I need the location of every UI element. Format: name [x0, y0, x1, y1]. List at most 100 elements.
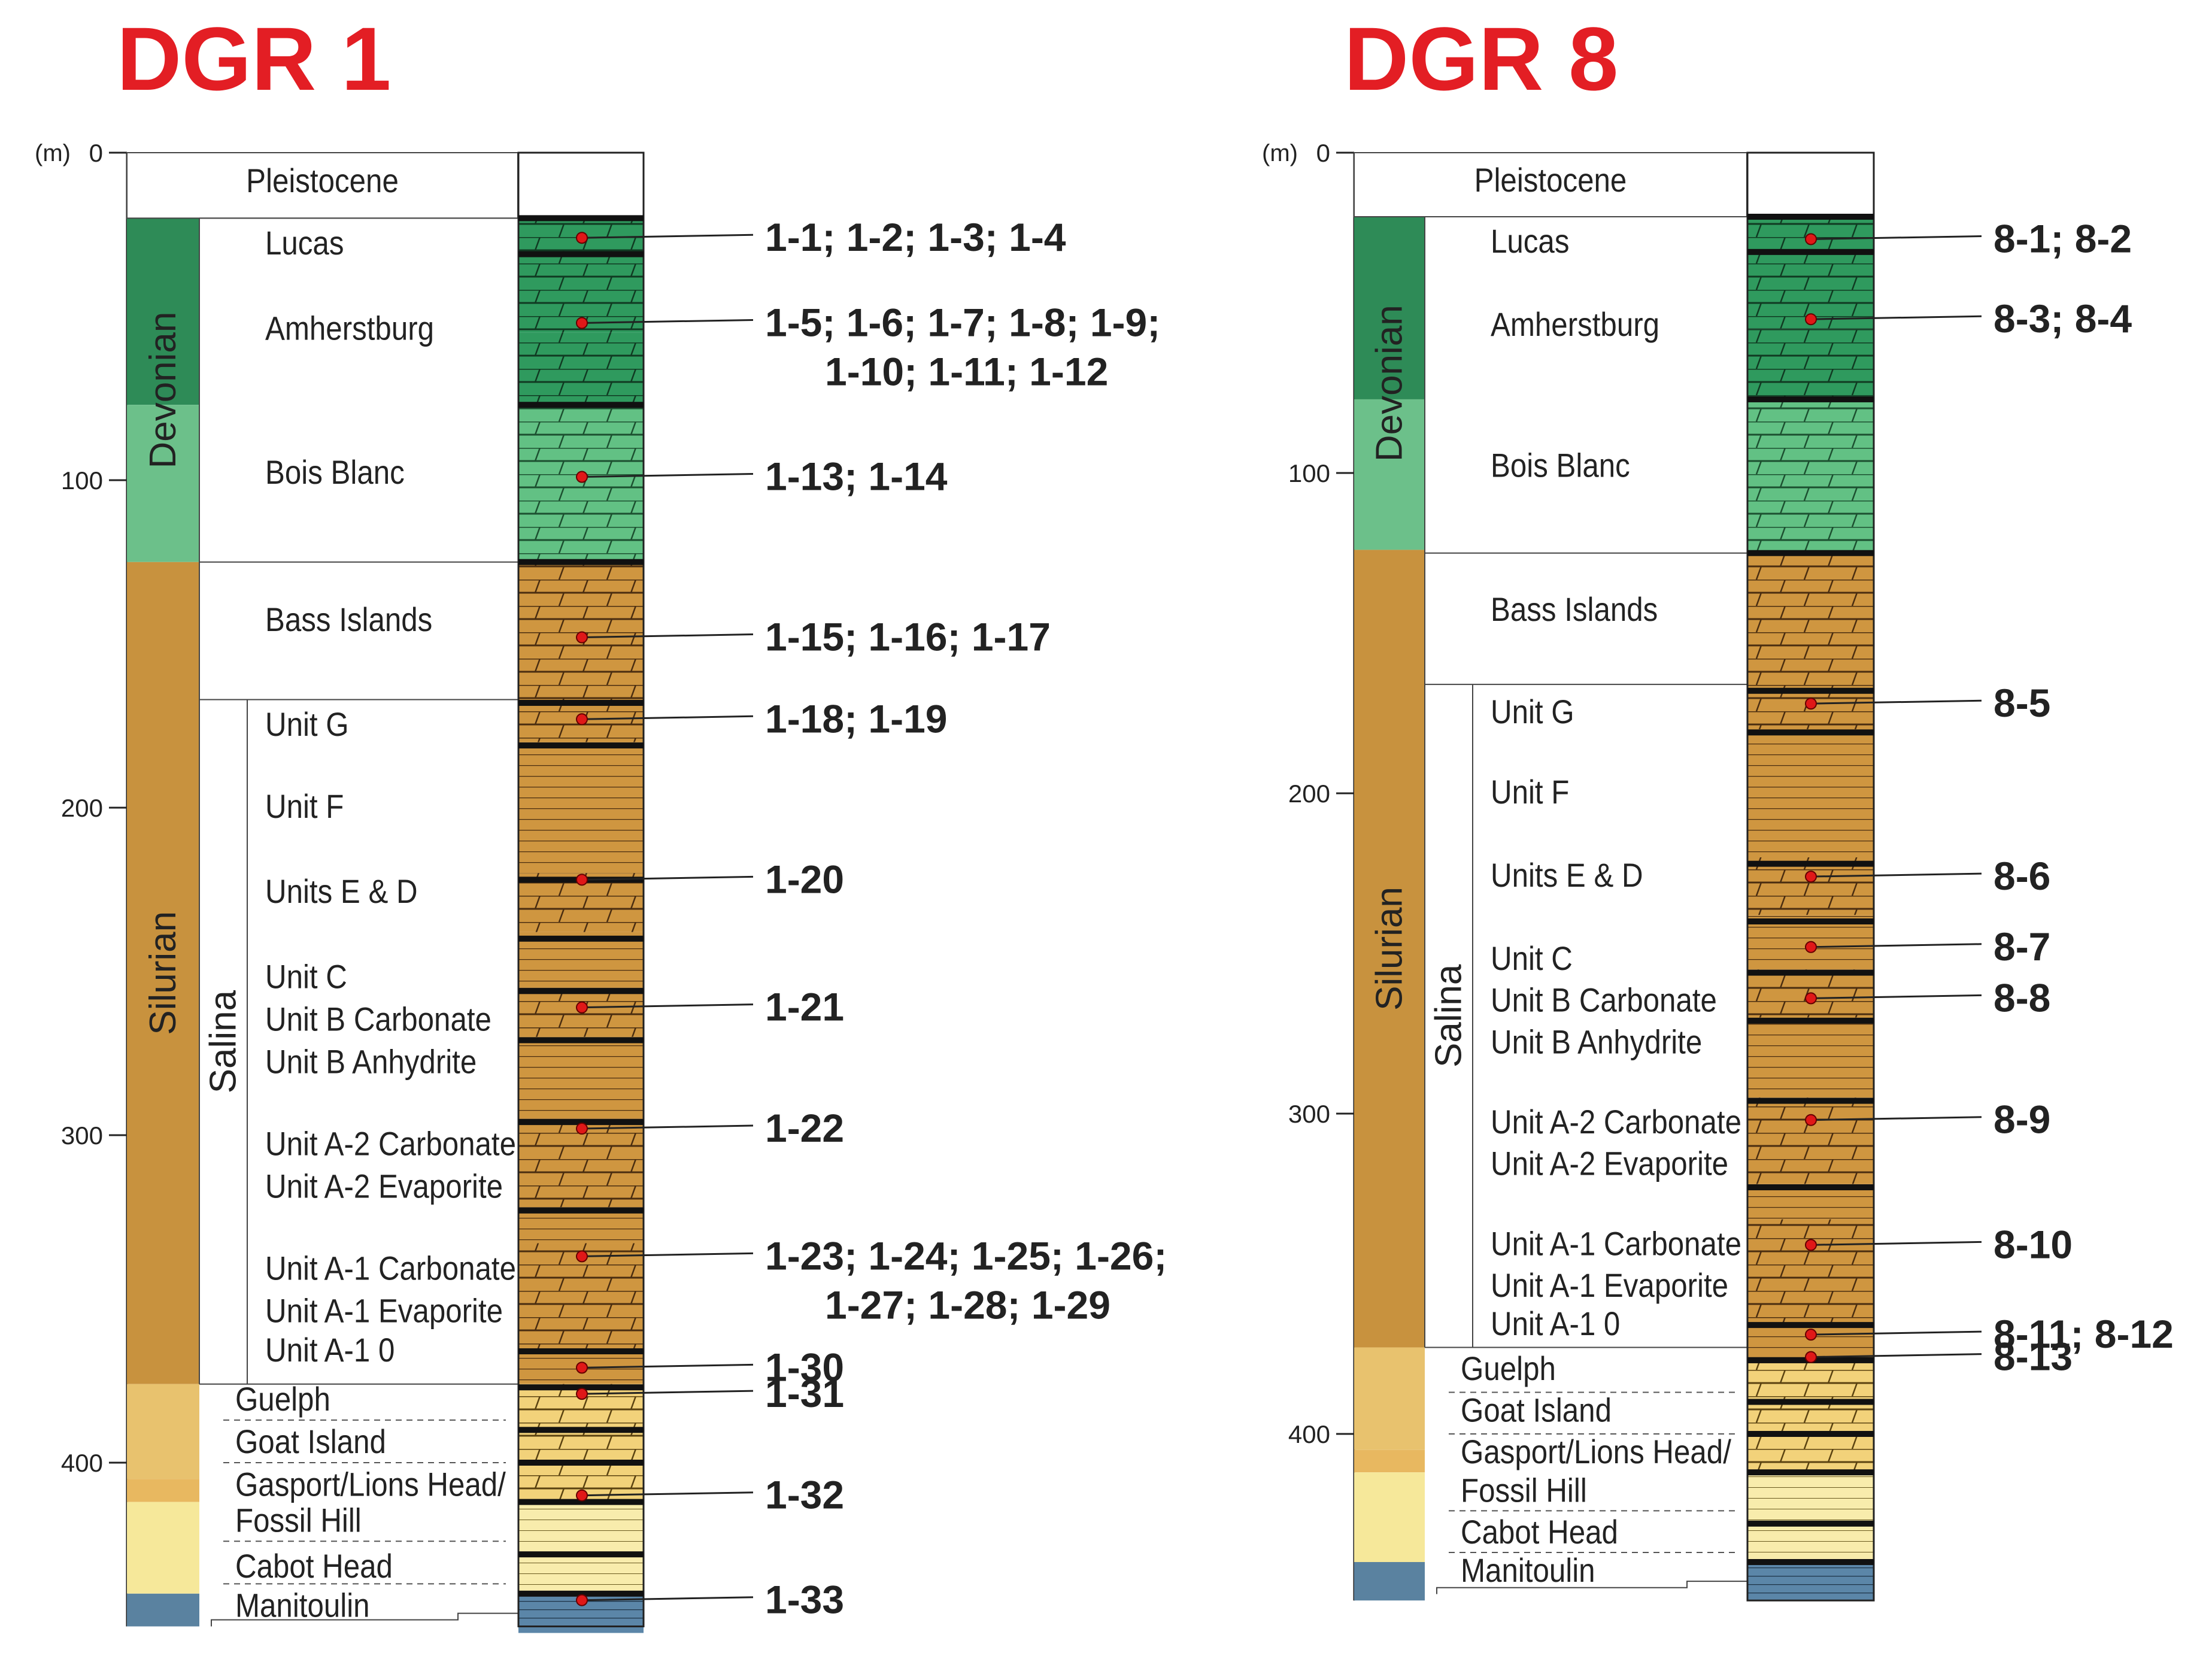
dark-bed: [1747, 1017, 1874, 1024]
sample-leader-line: [1810, 1353, 1982, 1358]
dark-bed: [518, 1207, 644, 1214]
depth-unit-label: (m): [35, 140, 71, 166]
lithology-interval: [1747, 329, 1874, 399]
dark-bed: [1747, 918, 1874, 924]
sample-leader-line: [1810, 994, 1982, 999]
depth-tick-label: 200: [1288, 780, 1330, 808]
lithology-column-outline: [517, 151, 645, 1627]
depth-tick-label: 0: [1316, 139, 1330, 167]
sample-point: [576, 471, 588, 483]
sample-leader-line: [581, 1363, 754, 1369]
sample-label: 1-33: [765, 1578, 844, 1622]
dark-bed: [1747, 550, 1874, 556]
lithology-interval: [1747, 857, 1874, 915]
lithology-interval: [1747, 553, 1874, 691]
panel-title: DGR 1: [117, 8, 391, 109]
lithology-interval: [1747, 1434, 1874, 1473]
formation-label: Unit C: [265, 959, 347, 996]
period-silurian: [127, 562, 199, 1384]
sample-label: 1-32: [765, 1473, 844, 1517]
dark-bed: [518, 559, 644, 565]
formation-label: Lucas: [1491, 223, 1569, 260]
dark-bed: [518, 1037, 644, 1044]
formation-label: Manitoulin: [1461, 1552, 1595, 1590]
sample-label: 1-1; 1-2; 1-3; 1-4: [765, 215, 1066, 259]
sample-point: [576, 317, 588, 329]
sample-point: [1805, 233, 1817, 245]
sample-label: 1-13; 1-14: [765, 454, 948, 499]
formation-label: Manitoulin: [235, 1587, 370, 1625]
formation-label: Bass Islands: [1491, 591, 1658, 629]
dark-bed: [1747, 1431, 1874, 1437]
sample-leader-line: [581, 233, 754, 239]
sample-point: [1805, 1239, 1817, 1251]
sample-label: 1-18; 1-19: [765, 696, 948, 741]
sample-label: 1-21: [765, 985, 844, 1029]
formation-label: Unit A-1 0: [1491, 1305, 1620, 1343]
panel-dgr1: DGR 1(m)0100200300400DevonianSilurianSal…: [35, 8, 1167, 1633]
depth-unit-label: (m): [1262, 140, 1298, 166]
sample-leader-line: [581, 1003, 754, 1009]
sample-point: [1805, 941, 1817, 953]
sample-leader-line: [1810, 943, 1982, 948]
sample-label-continued: 1-10; 1-11; 1-12: [825, 349, 1108, 393]
dark-bed: [1747, 248, 1874, 255]
subgroup-label: Salina: [1428, 964, 1470, 1068]
dark-bed: [1747, 1520, 1874, 1527]
formation-label: Unit A-2 Carbonate: [1491, 1103, 1741, 1141]
dark-bed: [518, 1119, 644, 1126]
period-label: Silurian: [1369, 887, 1410, 1011]
sample-point: [1805, 313, 1817, 326]
period-devonian-lower: [1354, 399, 1425, 550]
sample-point: [1805, 1329, 1817, 1341]
dark-bed: [518, 1348, 644, 1355]
period-ordovician: [127, 1593, 199, 1627]
sample-leader-line: [581, 1252, 754, 1257]
lithology-interval: [1747, 690, 1874, 729]
depth-tick-label: 200: [61, 794, 103, 822]
period-devonian-lower: [127, 405, 199, 562]
dark-bed: [1747, 860, 1874, 867]
formation-label: Units E & D: [265, 873, 418, 911]
period-silurian-lower: [1354, 1347, 1425, 1450]
formation-label: Unit A-1 Carbonate: [265, 1250, 516, 1287]
lithology-interval: [1747, 1219, 1874, 1326]
lithology-interval: [518, 153, 644, 219]
lithology-interval: [1747, 1562, 1874, 1601]
sample-leader-line: [1810, 699, 1982, 705]
formation-label: Units E & D: [1491, 857, 1643, 894]
formation-label: Gasport/Lions Head/: [235, 1466, 506, 1503]
dark-bed: [1747, 687, 1874, 694]
sample-point: [576, 1361, 588, 1374]
sample-label: 8-9: [1993, 1097, 2050, 1142]
sample-label: 1-20: [765, 857, 844, 901]
sample-leader-line: [1810, 315, 1982, 320]
sample-point: [576, 631, 588, 644]
sample-label: 8-11; 8-12: [1993, 1312, 2174, 1356]
dark-bed: [518, 742, 644, 749]
formation-label: Unit C: [1491, 940, 1573, 978]
lithology-interval: [518, 405, 644, 562]
sample-leader-line: [581, 1491, 754, 1497]
sample-leader-line: [1810, 872, 1982, 878]
formation-label: Gasport/Lions Head/: [1461, 1433, 1731, 1471]
sample-leader-line: [581, 1124, 754, 1130]
period-label: Devonian: [142, 312, 184, 469]
sample-leader-line: [581, 1596, 754, 1602]
period-silurian-lower: [127, 1384, 199, 1479]
sample-label: 1-30: [765, 1345, 844, 1389]
formation-label: Goat Island: [235, 1423, 386, 1461]
formation-label: Unit G: [265, 706, 349, 744]
period-devonian-upper: [127, 218, 199, 405]
formation-label: Unit A-1 Evaporite: [265, 1292, 503, 1330]
formation-label: Bass Islands: [265, 601, 432, 639]
formation-label: Cabot Head: [235, 1548, 393, 1585]
depth-tick-label: 400: [1288, 1420, 1330, 1448]
sample-point: [576, 1489, 588, 1502]
formation-label: Unit G: [1491, 693, 1574, 731]
formation-label: Guelph: [1461, 1350, 1556, 1388]
sample-label: 8-13: [1993, 1335, 2073, 1379]
period-silurian: [1354, 550, 1425, 1348]
sample-label-continued: 1-27; 1-28; 1-29: [825, 1282, 1110, 1327]
formation-label: Lucas: [265, 225, 344, 262]
